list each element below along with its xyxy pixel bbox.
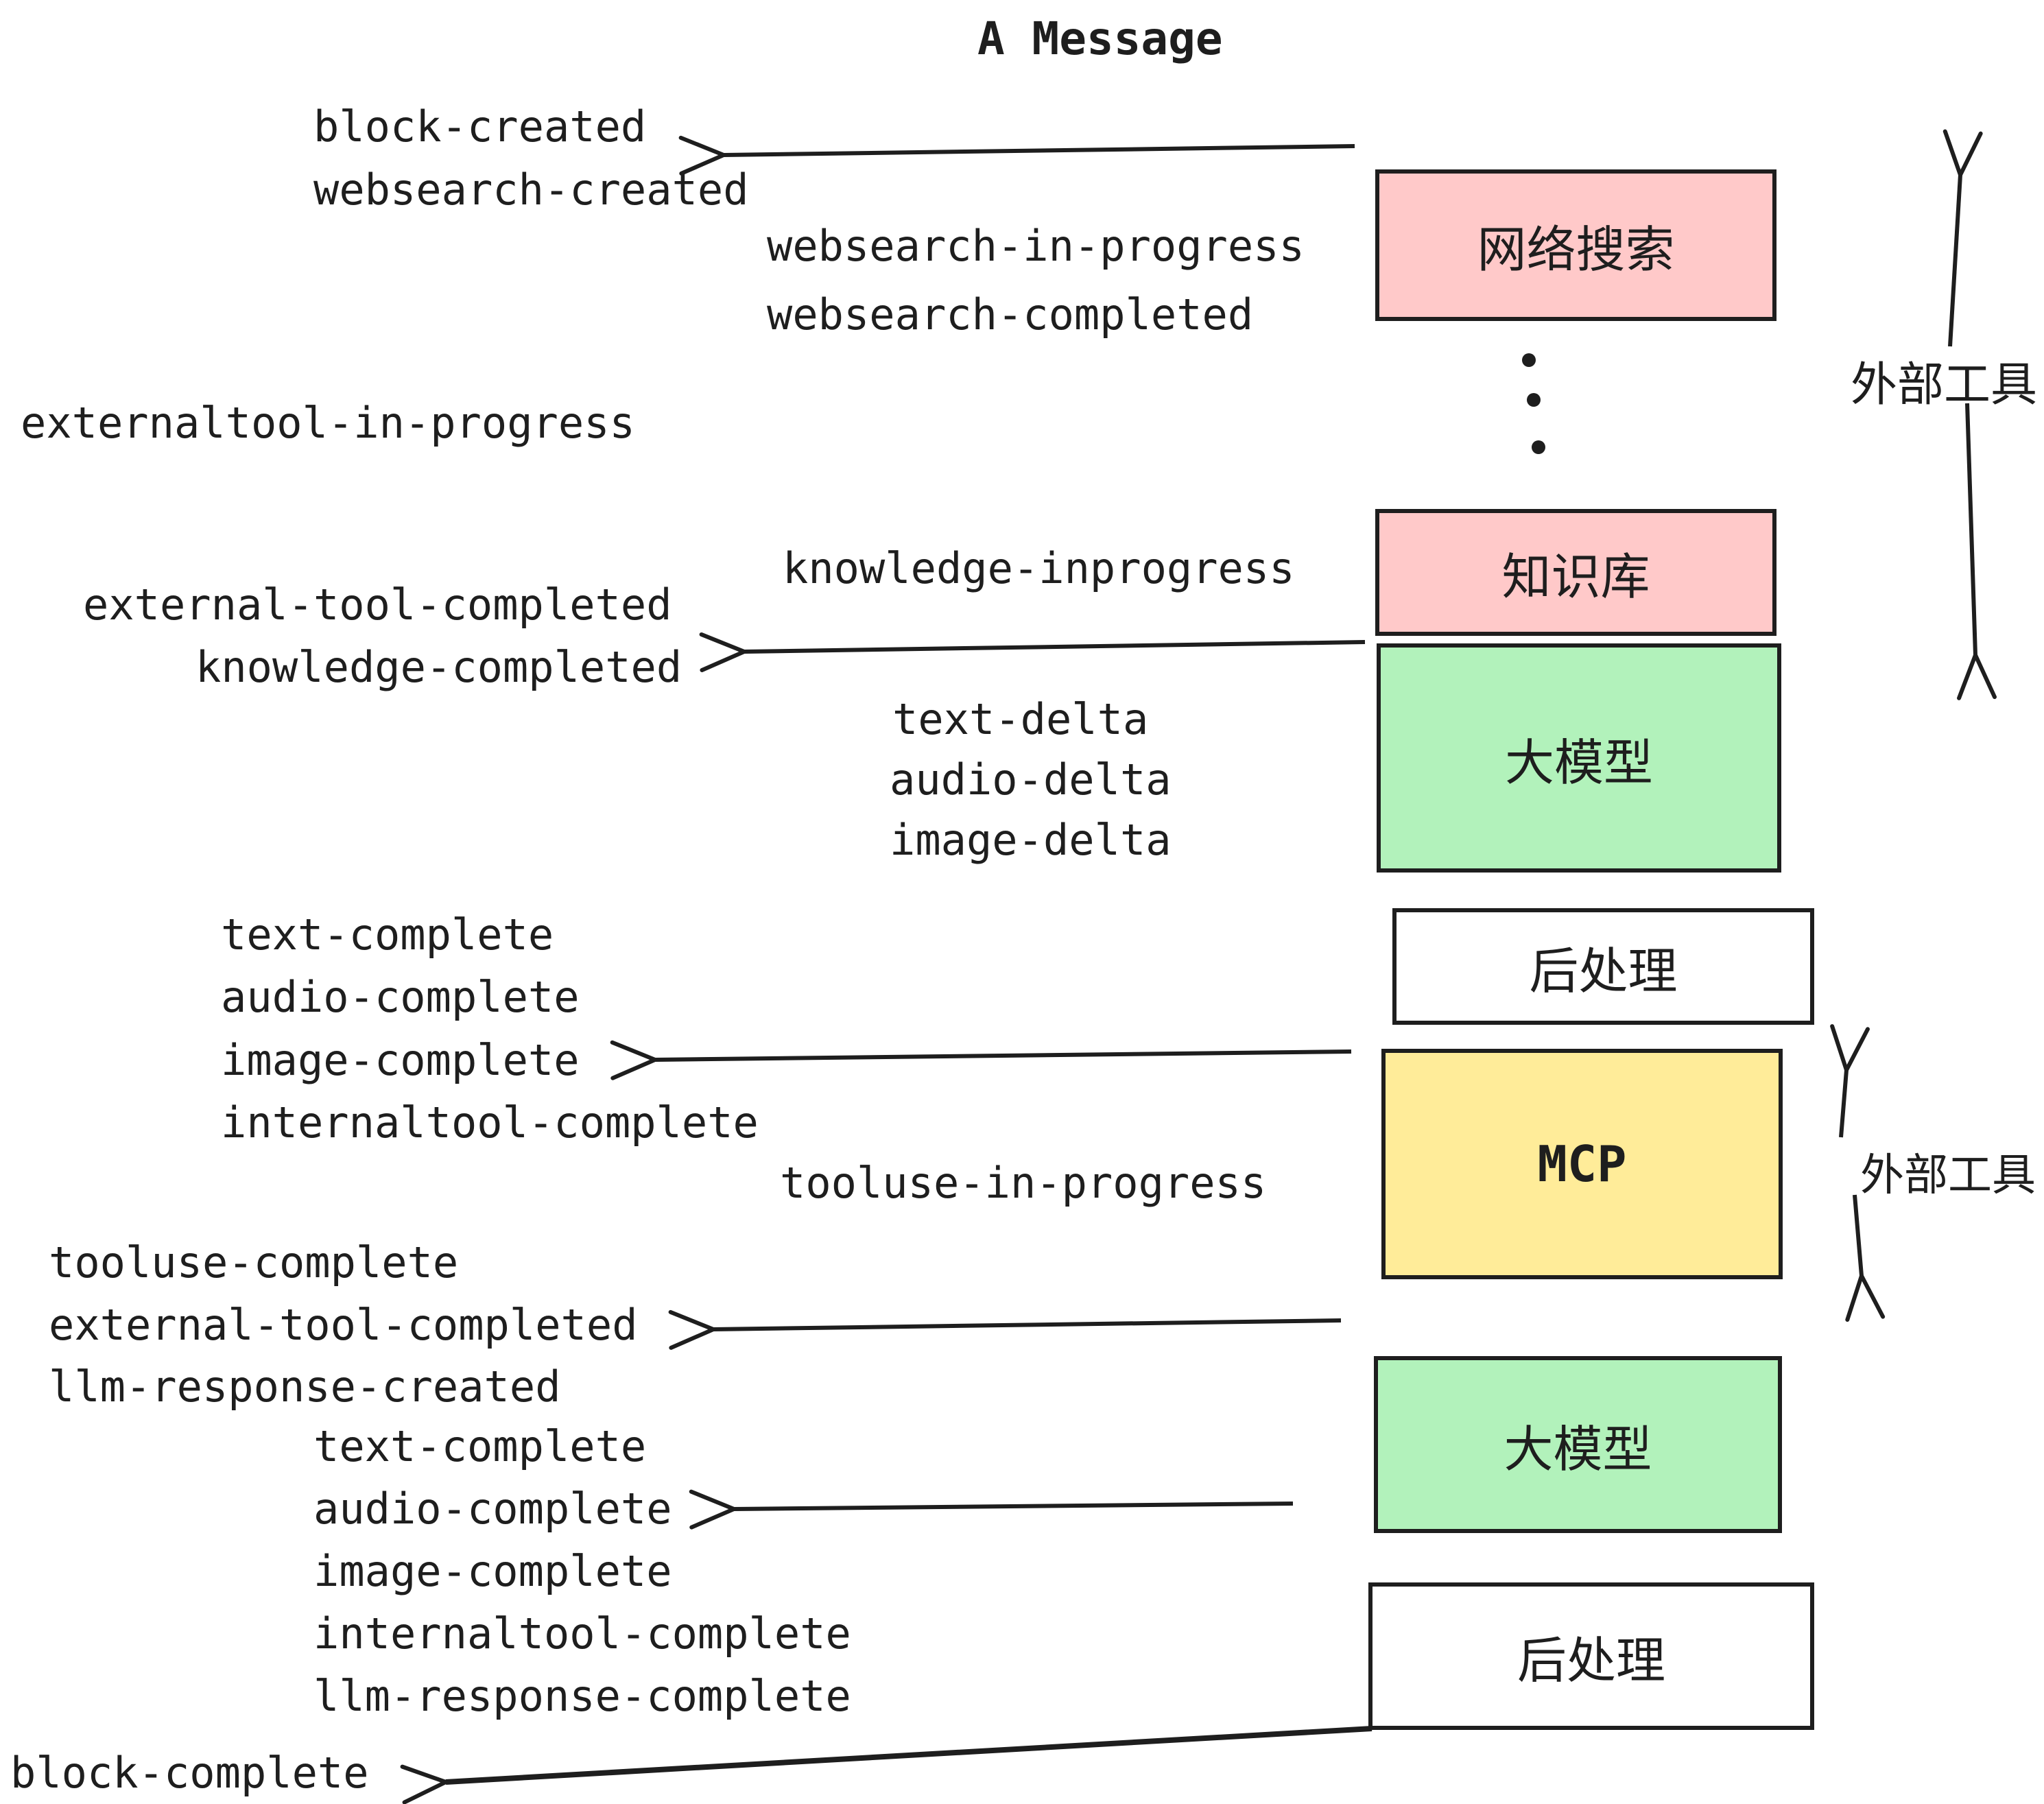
node-websearch: 网络搜索 <box>1375 169 1776 321</box>
external-tools-label-mid: 外部工具 <box>1860 1150 2036 1201</box>
arrow-postprocess1-to-image-complete <box>610 1040 1352 1080</box>
event-tooluse-complete: tooluse-complete <box>49 1237 459 1287</box>
node-llm-2: 大模型 <box>1374 1356 1782 1533</box>
node-postprocess-2: 后处理 <box>1368 1582 1814 1730</box>
node-postprocess-2-label: 后处理 <box>1517 1632 1665 1689</box>
node-knowledge-base: 知识库 <box>1375 509 1776 636</box>
event-audio-complete-2: audio-complete <box>313 1484 672 1534</box>
arrow-mcp-to-external-tool-completed <box>668 1309 1342 1350</box>
ellipsis-dots <box>1522 353 1545 454</box>
node-knowledge-base-label: 知识库 <box>1501 548 1650 606</box>
diagram-title: A Message <box>977 12 1223 65</box>
node-mcp: MCP <box>1381 1049 1783 1279</box>
event-knowledge-completed: knowledge-completed <box>195 642 682 692</box>
node-postprocess-1: 后处理 <box>1392 908 1814 1025</box>
event-websearch-in-progress: websearch-in-progress <box>767 221 1305 271</box>
external-tools-down-arrow-small <box>1845 1194 1886 1322</box>
arrow-knowledge-to-knowledge-completed <box>699 632 1366 672</box>
event-block-created: block-created <box>313 102 647 152</box>
event-websearch-created: websearch-created <box>313 165 749 215</box>
external-tools-down-arrow <box>1957 403 1997 700</box>
event-llm-response-created: llm-response-created <box>49 1362 561 1412</box>
arrow-postprocess2-to-block-complete <box>400 1726 1372 1804</box>
node-llm-1-label: 大模型 <box>1504 733 1653 792</box>
event-text-complete-2: text-complete <box>313 1421 647 1471</box>
event-internaltool-complete-1: internaltool-complete <box>221 1097 759 1148</box>
event-tooluse-in-progress: tooluse-in-progress <box>780 1158 1267 1208</box>
external-tools-label-top: 外部工具 <box>1851 358 2038 412</box>
event-external-tool-completed-2: external-tool-completed <box>49 1300 638 1350</box>
event-text-delta-1: text-delta <box>892 694 1149 744</box>
event-internaltool-complete-2: internaltool-complete <box>313 1609 851 1659</box>
node-postprocess-1-label: 后处理 <box>1529 942 1678 1000</box>
event-block-complete: block-complete <box>10 1748 369 1798</box>
node-websearch-label: 网络搜索 <box>1477 221 1675 278</box>
event-websearch-completed: websearch-completed <box>767 289 1254 340</box>
event-audio-delta-1: audio-delta <box>890 755 1172 805</box>
external-tools-up-arrow <box>1942 129 1983 347</box>
arrow-websearch-to-block-created <box>678 135 1355 176</box>
event-external-tool-completed-1: external-tool-completed <box>83 580 672 630</box>
event-image-delta-1: image-delta <box>890 815 1172 865</box>
arrow-llm2-to-audio-complete <box>689 1489 1294 1530</box>
node-llm-2-label: 大模型 <box>1504 1420 1652 1478</box>
event-llm-response-complete: llm-response-complete <box>313 1671 851 1721</box>
event-audio-complete-1: audio-complete <box>221 972 580 1022</box>
event-image-complete-1: image-complete <box>221 1035 580 1085</box>
event-text-complete-1: text-complete <box>221 910 554 960</box>
event-externaltool-in-progress: externaltool-in-progress <box>21 398 635 448</box>
external-tools-up-arrow-small <box>1830 1024 1870 1138</box>
node-llm-1: 大模型 <box>1377 643 1781 873</box>
node-mcp-label: MCP <box>1537 1135 1627 1193</box>
event-image-complete-2: image-complete <box>313 1546 672 1596</box>
event-knowledge-inprogress: knowledge-inprogress <box>783 543 1295 593</box>
